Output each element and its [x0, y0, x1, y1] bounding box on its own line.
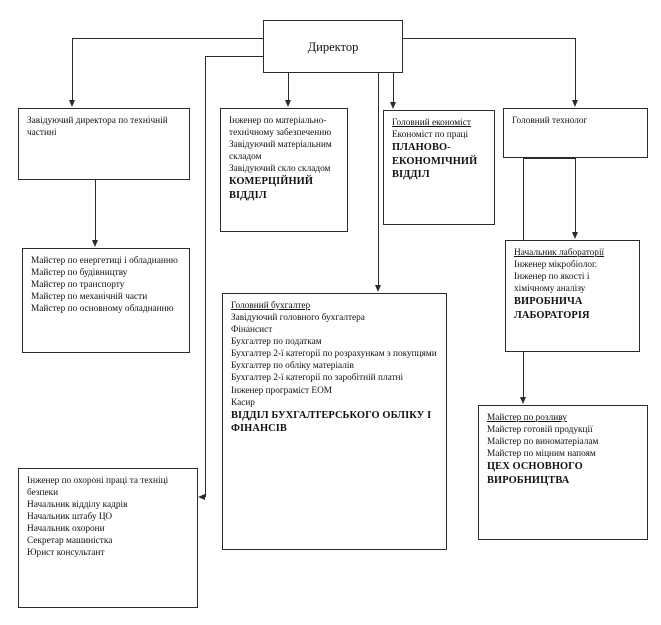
economist-department-name-0: ПЛАНОВО-: [392, 142, 451, 154]
economist-department-name-1: ЕКОНОМІЧНИЙ: [392, 155, 478, 167]
laboratory-head-label: Начальник лабораторії: [514, 248, 605, 258]
node-planning-economic-department[interactable]: Головний економіст Економіст по праці ПЛ…: [383, 110, 495, 225]
production-head-label: Майстер по розливу: [487, 413, 567, 423]
accounting-department-name-0: ВІДДІЛ БУХГАЛТЕРСЬКОГО ОБЛІКУ І: [231, 409, 432, 421]
safety-line-2: Начальник штабу ЦО: [27, 512, 113, 523]
edge-tech-deputy-to-masters-arrowhead: [91, 240, 98, 247]
accounting-line-4: Бухгалтер по обліку матеріалів: [231, 361, 354, 372]
accounting-line-1: Фінансист: [231, 325, 273, 336]
laboratory-line-0: Інженер мікробіолог.: [514, 260, 598, 271]
edge-director-to-safety-vertical: [205, 56, 206, 497]
edge-technologist-to-production-arrowhead: [519, 397, 526, 404]
laboratory-name-1: ЛАБОРАТОРІЯ: [514, 309, 590, 321]
masters-line-1: Майстер по будівництву: [31, 268, 128, 279]
edge-director-to-technologist-horizontal: [403, 38, 575, 39]
commercial-department-name: КОМЕРЦІЙНИЙ ВІДДІЛ: [229, 176, 313, 201]
node-technical-masters-list[interactable]: Майстер по енергетиці і обладнанню Майст…: [22, 248, 190, 353]
edge-director-to-accounting-vertical: [378, 73, 379, 285]
edge-director-to-tech-deputy-arrowhead: [68, 100, 75, 107]
accounting-line-5: Бухгалтер 2-ї категорії по заробітній пл…: [231, 373, 404, 384]
economist-department-name-2: ВІДДІЛ: [392, 169, 430, 181]
laboratory-name-0: ВИРОБНИЧА: [514, 296, 583, 308]
edge-director-to-technologist-vertical: [575, 38, 576, 100]
edge-director-to-tech-deputy-horizontal: [72, 38, 264, 39]
safety-line-0: Інженер по охороні праці та техніці безп…: [27, 476, 169, 499]
safety-line-1: Начальник відділу кадрів: [27, 500, 128, 511]
accounting-department-name-1: ФІНАНСІВ: [231, 423, 287, 435]
node-technical-deputy[interactable]: Завідуючий директора по технічній частин…: [18, 108, 190, 180]
accounting-line-7: Касир: [231, 397, 255, 408]
node-chief-technologist[interactable]: Головний технолог: [503, 108, 648, 158]
edge-tech-deputy-to-masters-vertical: [95, 180, 96, 240]
accounting-head-label: Головний бухгалтер: [231, 301, 311, 311]
safety-line-4: Секретар машиністка: [27, 536, 113, 547]
production-shop-name-1: ВИРОБНИЦТВА: [487, 474, 570, 486]
commercial-line-2: Завідуючий скло складом: [229, 164, 331, 175]
node-director[interactable]: Директор: [263, 20, 403, 73]
technologist-label: Головний технолог: [512, 116, 588, 126]
masters-line-0: Майстер по енергетиці і обладнанню: [31, 256, 178, 266]
edge-director-to-commercial-arrowhead: [284, 100, 291, 107]
edge-technologist-to-laboratory-vertical: [575, 158, 576, 232]
edge-director-to-economist-vertical: [393, 73, 394, 102]
edge-director-to-tech-deputy-vertical: [72, 38, 73, 100]
economist-head-label: Головний економіст: [392, 118, 471, 128]
masters-line-4: Майстер по основному обладнанню: [31, 304, 174, 315]
economist-line-0: Економіст по праці: [392, 130, 469, 141]
masters-line-3: Майстер по механічній части: [31, 292, 148, 303]
edge-director-to-safety-arrowhead: [198, 493, 205, 500]
production-line-0: Майстер готовій продукції: [487, 425, 593, 436]
edge-director-to-left-branch-horizontal: [205, 56, 264, 57]
safety-line-3: Начальник охорони: [27, 524, 105, 535]
node-commercial-department[interactable]: Інженер по матеріально-технічному забезп…: [220, 108, 348, 232]
node-safety-personnel-list[interactable]: Інженер по охороні праці та техніці безп…: [18, 468, 198, 608]
edge-director-to-accounting-arrowhead: [374, 285, 381, 292]
node-main-production-shop[interactable]: Майстер по розливу Майстер готовій проду…: [478, 405, 648, 540]
technical-deputy-line-0: Завідуючий директора по технічній частин…: [27, 116, 168, 139]
production-line-2: Майстер по міцним напоям: [487, 449, 596, 460]
node-production-laboratory[interactable]: Начальник лабораторії Інженер мікробіоло…: [505, 240, 640, 352]
edge-director-to-economist-arrowhead: [389, 102, 396, 109]
edge-director-to-technologist-arrowhead: [571, 100, 578, 107]
node-accounting-finance-department[interactable]: Головний бухгалтер Завідуючий головного …: [222, 293, 447, 550]
accounting-line-2: Бухгалтер по податкам: [231, 337, 322, 348]
production-line-1: Майстер по виноматеріалам: [487, 437, 599, 448]
safety-line-5: Юрист консультант: [27, 548, 105, 559]
accounting-line-0: Завідуючий головного бухгалтера: [231, 313, 365, 324]
accounting-line-3: Бухгалтер 2-ї категорії по розрахункам з…: [231, 349, 437, 360]
commercial-line-0: Інженер по матеріально-технічному забезп…: [229, 116, 332, 139]
production-shop-name-0: ЦЕХ ОСНОВНОГО: [487, 461, 583, 473]
edge-technologist-to-laboratory-arrowhead: [571, 232, 578, 239]
edge-director-to-commercial-vertical: [288, 73, 289, 100]
commercial-line-1: Завідуючий матеріальним складом: [229, 140, 332, 163]
director-label: Директор: [307, 40, 359, 55]
edge-technologist-to-production-horizontal: [523, 158, 575, 159]
masters-line-2: Майстер по транспорту: [31, 280, 125, 291]
accounting-line-6: Інженер програміст ЕОМ: [231, 385, 333, 396]
laboratory-line-2: хімічному аналізу: [514, 284, 586, 295]
laboratory-line-1: Інженер по якості і: [514, 272, 590, 283]
